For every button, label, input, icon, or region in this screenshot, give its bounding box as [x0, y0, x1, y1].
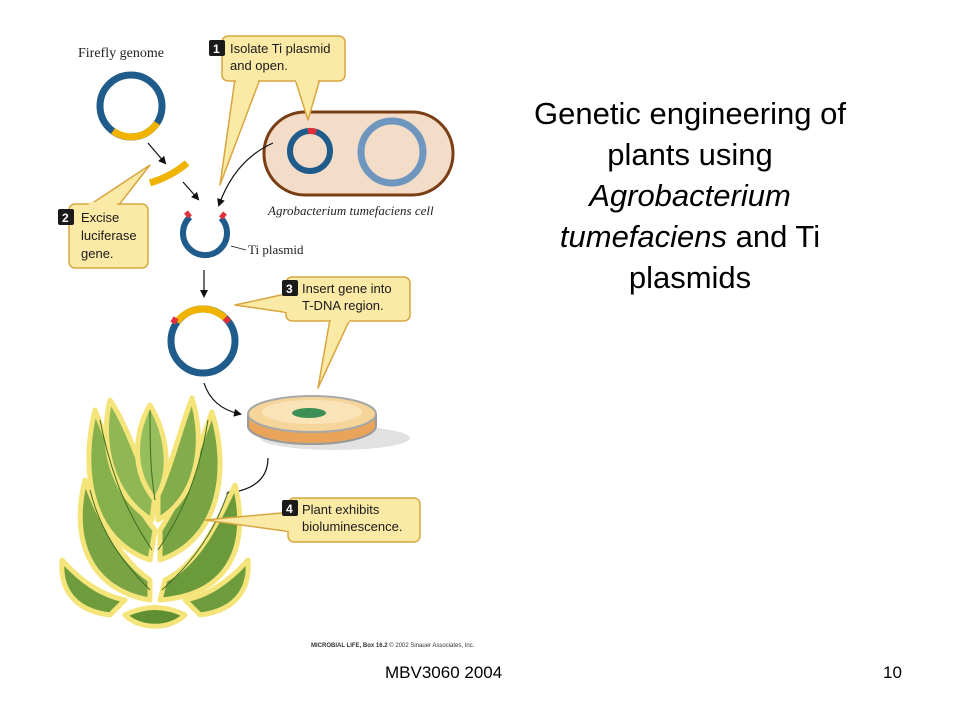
step-4-line-1: Plant exhibits — [302, 502, 380, 517]
arrow-genome-to-gene — [147, 142, 167, 165]
step-1-line-1: Isolate Ti plasmid — [230, 41, 330, 56]
step-3-line-2: T-DNA region. — [302, 298, 384, 313]
title-line-5: plasmids — [628, 260, 752, 295]
firefly-genome-label: Firefly genome — [78, 46, 164, 61]
glowing-plant — [59, 395, 251, 629]
credit-copyright: © 2002 Sinauer Associates, Inc. — [389, 642, 474, 649]
title-line-4-italic: tumefaciens — [559, 219, 728, 254]
step-2-line-2: luciferase — [81, 228, 137, 243]
ti-plasmid-label: Ti plasmid — [248, 242, 304, 257]
figure-credit: MICROBIAL LIFE, Box 16.2 © 2002 Sinauer … — [311, 642, 475, 649]
petri-dish — [247, 395, 410, 450]
footer-page-number: 10 — [883, 663, 902, 682]
arrow-gene-to-plasmid — [182, 181, 200, 201]
title-line-2: plants using — [607, 137, 773, 172]
step-2-line-3: gene. — [81, 246, 114, 261]
step-1-line-2: and open. — [230, 58, 288, 73]
title-line-4-rest: and Ti — [727, 219, 821, 254]
callout-step-3: 3 Insert gene into T-DNA region. — [234, 276, 411, 389]
luciferase-gene-fragment — [148, 160, 190, 187]
step-2-line-1: Excise — [81, 210, 119, 225]
arrow-plasmid-to-dish — [203, 382, 242, 417]
agrobacterium-diagram: Firefly genome Agrobacterium tumefaciens… — [58, 35, 475, 649]
agrobacterium-cell-label: Agrobacterium tumefaciens cell — [267, 203, 434, 218]
credit-book: MICROBIAL LIFE — [311, 643, 360, 649]
step-3-number: 3 — [286, 282, 293, 296]
step-4-number: 4 — [286, 502, 293, 516]
title-line-1: Genetic engineering of — [534, 96, 846, 131]
arrow-cell-to-plasmid — [217, 142, 274, 207]
opened-ti-plasmid — [180, 210, 230, 259]
firefly-genome-circle — [96, 71, 166, 141]
slide-title: Genetic engineering of plants using Agro… — [490, 93, 890, 298]
step-4-line-2: bioluminescence. — [302, 519, 402, 534]
credit-box: Box 16.2 — [363, 643, 388, 649]
agrobacterium-cell — [262, 110, 455, 197]
title-line-3-italic: Agrobacterium — [589, 178, 791, 213]
step-2-number: 2 — [62, 211, 69, 225]
callout-step-2: 2 Excise luciferase gene. — [58, 164, 151, 269]
step-3-line-1: Insert gene into — [302, 281, 392, 296]
callout-step-4: 4 Plant exhibits bioluminescence. — [204, 497, 421, 543]
callout-step-1: 1 Isolate Ti plasmid and open. — [209, 35, 346, 186]
plant-leaf-veins — [89, 409, 229, 591]
footer-course-code: MBV3060 2004 — [385, 663, 503, 682]
step-1-number: 1 — [213, 42, 220, 56]
recombinant-plasmid — [167, 305, 239, 377]
ti-plasmid-pointer — [230, 245, 247, 251]
